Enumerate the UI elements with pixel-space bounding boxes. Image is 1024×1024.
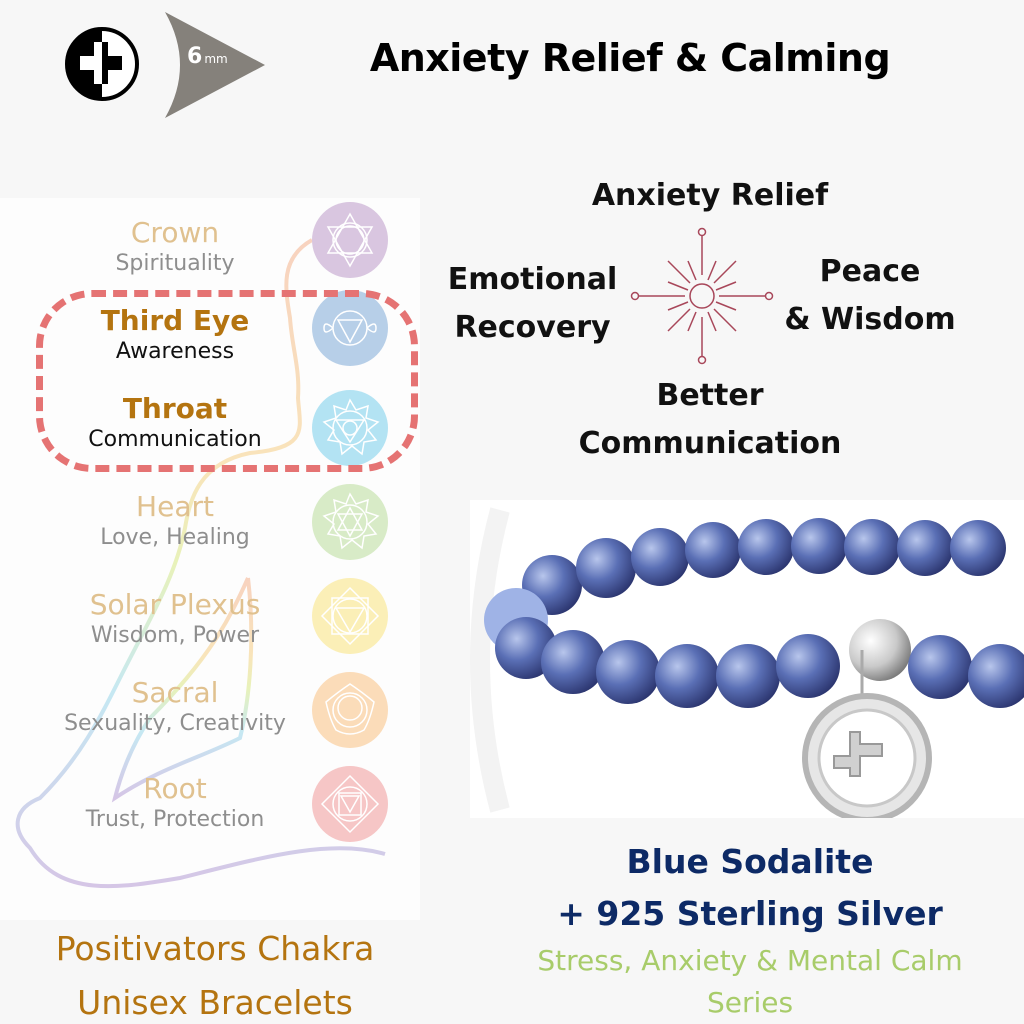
chakra-name: Third Eye [100, 304, 250, 337]
benefit-bottom: Better Communication [540, 372, 880, 468]
chakra-heart: Heart Love, Healing [30, 490, 320, 552]
product-name-line2: + 925 Sterling Silver [557, 894, 943, 933]
benefit-left-line2: Recovery [454, 310, 611, 345]
product-name: Blue Sodalite + 925 Sterling Silver [500, 836, 1000, 940]
chakra-crown: Crown Spirituality [30, 216, 320, 278]
benefit-bottom-line2: Communication [578, 426, 842, 461]
blue-sodalite-bracelet-photo [470, 500, 1024, 818]
chakra-sacral: Sacral Sexuality, Creativity [30, 676, 320, 738]
chakra-name: Crown [130, 216, 220, 249]
benefit-right: Peace & Wisdom [770, 248, 970, 344]
chakra-name: Sacral [131, 676, 219, 709]
chakra-name: Heart [136, 490, 214, 523]
size-value: 6 [187, 44, 203, 69]
product-series: Stress, Anxiety & Mental Calm Series [500, 940, 1000, 1024]
chakra-description: Spirituality [115, 251, 235, 276]
benefit-top: Anxiety Relief [591, 178, 829, 213]
sun-compass-icon [630, 227, 774, 365]
benefit-right-line1: Peace [819, 254, 921, 289]
product-name-line1: Blue Sodalite [626, 842, 874, 881]
product-series-line2: Series [706, 986, 794, 1019]
benefit-left-line1: Emotional [447, 262, 618, 297]
chakra-name: Solar Plexus [89, 588, 261, 621]
crown-chakra-icon [312, 202, 388, 278]
chakra-name: Throat [122, 392, 228, 425]
chakra-description: Trust, Protection [85, 807, 265, 832]
solar-plexus-chakra-icon [312, 578, 388, 654]
benefit-bottom-line1: Better [656, 378, 764, 413]
size-unit: mm [204, 52, 228, 66]
chakra-description: Love, Healing [100, 525, 250, 550]
chakra-description: Awareness [115, 339, 235, 364]
chakra-description: Sexuality, Creativity [64, 711, 286, 736]
brand-line1: Positivators Chakra [55, 929, 375, 968]
chakra-description: Wisdom, Power [90, 623, 260, 648]
highlight-box-third-eye-throat [36, 290, 418, 472]
root-chakra-icon [312, 766, 388, 842]
heart-chakra-icon [312, 484, 388, 560]
chakra-solar-plexus: Solar Plexus Wisdom, Power [30, 588, 320, 650]
meditating-body-outline [15, 238, 386, 889]
chakra-name: Root [143, 772, 207, 805]
chakra-third-eye: Third Eye Awareness [30, 304, 320, 366]
chakra-root: Root Trust, Protection [30, 772, 320, 834]
size-arrow-badge [165, 12, 265, 118]
page-title: Anxiety Relief & Calming [369, 36, 891, 80]
benefit-right-line2: & Wisdom [784, 302, 956, 337]
plus-in-half-circle-icon [65, 27, 139, 101]
chakra-description: Communication [88, 427, 262, 452]
sacral-chakra-icon [312, 672, 388, 748]
brand-caption: Positivators Chakra Unisex Bracelets [0, 922, 430, 1024]
product-series-line1: Stress, Anxiety & Mental Calm [537, 944, 963, 977]
brand-line2: Unisex Bracelets [77, 983, 353, 1022]
chakra-throat: Throat Communication [30, 392, 320, 454]
benefit-left: Emotional Recovery [430, 256, 635, 352]
